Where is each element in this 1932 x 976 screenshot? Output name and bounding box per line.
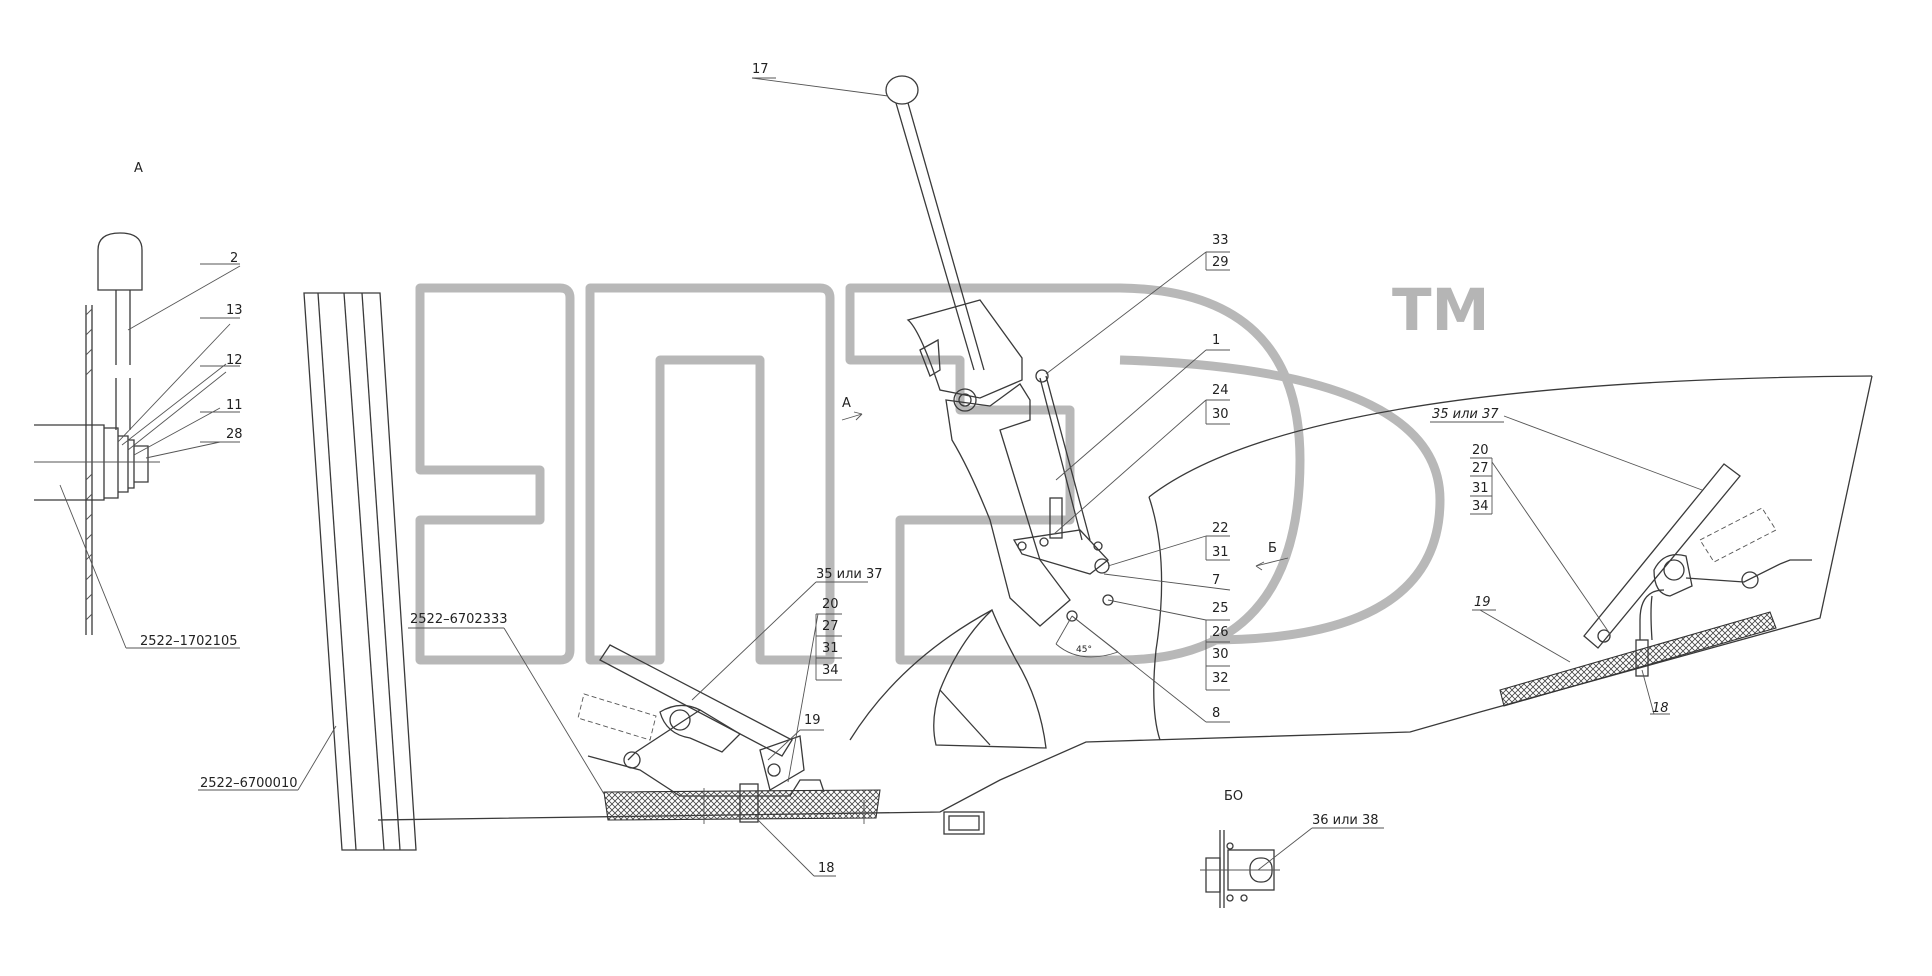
- watermark-trademark: TM: [1392, 276, 1489, 344]
- callout-32: 32: [1212, 671, 1229, 686]
- callout-12: 12: [226, 353, 243, 368]
- callout-18-left: 18: [818, 861, 835, 876]
- callout-11: 11: [226, 398, 243, 413]
- callout-7: 7: [1212, 573, 1220, 588]
- view-a-label: А: [134, 161, 143, 176]
- callout-24: 24: [1212, 383, 1229, 398]
- callout-31-left: 31: [822, 641, 839, 656]
- callout-33: 33: [1212, 233, 1229, 248]
- callout-2: 2: [230, 251, 238, 266]
- left-pedal-assembly: 35 или 37 20 27 31 34 19 18 2522–6702333: [408, 567, 883, 877]
- callout-28: 28: [226, 427, 243, 442]
- callout-20-right: 20: [1472, 443, 1489, 458]
- callout-27-right: 27: [1472, 461, 1489, 476]
- callout-31a: 31: [1212, 545, 1229, 560]
- view-bo-detail: БО 36 или 38: [1200, 789, 1384, 908]
- view-b-arrow-label: Б: [1268, 541, 1277, 556]
- callout-17: 17: [752, 62, 769, 77]
- right-pedal-assembly: 35 или 37 20 27 31 34 19 18: [1430, 407, 1812, 716]
- callout-8: 8: [1212, 706, 1220, 721]
- hand-lever-assembly: 45° 17 33 29 1 24 30 22 31 7 25 26: [751, 62, 1289, 723]
- view-a-detail: А 2 13 12 11 28 2522–1702105: [34, 161, 243, 649]
- part-2522-6700010: 2522–6700010: [200, 776, 297, 791]
- view-a-arrow-label: А: [842, 396, 851, 411]
- callout-1: 1: [1212, 333, 1220, 348]
- watermark-logo: TM: [415, 276, 1489, 665]
- part-2522-1702105: 2522–1702105: [140, 634, 237, 649]
- callout-20-left: 20: [822, 597, 839, 612]
- callout-19-left: 19: [804, 713, 821, 728]
- callout-36-38: 36 или 38: [1312, 813, 1379, 828]
- callout-31-right: 31: [1472, 481, 1489, 496]
- callout-30a: 30: [1212, 407, 1229, 422]
- callout-34-right: 34: [1472, 499, 1489, 514]
- view-bo-label: БО: [1224, 789, 1243, 804]
- angle-45-label: 45°: [1076, 645, 1092, 655]
- door-panel: 2522–6700010: [198, 292, 417, 851]
- cab-floor-outline: [377, 375, 1873, 835]
- callout-19-right: 19: [1474, 595, 1491, 610]
- part-2522-6702333: 2522–6702333: [410, 612, 507, 627]
- callout-25: 25: [1212, 601, 1229, 616]
- callout-35-37-left: 35 или 37: [816, 567, 883, 582]
- callout-34-left: 34: [822, 663, 839, 678]
- callout-13: 13: [226, 303, 243, 318]
- callout-30b: 30: [1212, 647, 1229, 662]
- callout-18-right: 18: [1652, 701, 1669, 716]
- callout-22: 22: [1212, 521, 1229, 536]
- callout-35-37-right: 35 или 37: [1432, 407, 1499, 422]
- callout-26: 26: [1212, 625, 1229, 640]
- callout-29: 29: [1212, 255, 1229, 270]
- callout-27-left: 27: [822, 619, 839, 634]
